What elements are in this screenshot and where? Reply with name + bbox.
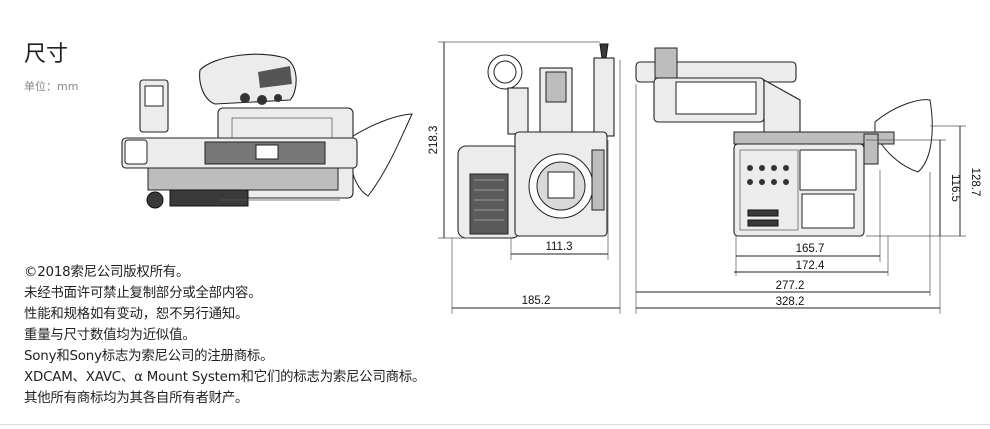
dim-front-total-width: 185.2 bbox=[451, 60, 621, 314]
dim-side-body-height: 116.5 bbox=[866, 139, 961, 237]
note-line: 重量与尺寸数值均为近似值。 bbox=[24, 328, 196, 343]
dim-side-length-2: 172.4 bbox=[734, 236, 889, 276]
dim-front-height-label: 218.3 bbox=[428, 126, 440, 155]
note-line: 未经书面许可禁止复制部分或全部内容。 bbox=[24, 286, 262, 301]
bottom-divider bbox=[0, 424, 990, 425]
camera-top-view bbox=[121, 53, 413, 209]
unit-label: 单位：mm bbox=[24, 80, 79, 93]
note-line: 其他所有商标均为其各自所有者财产。 bbox=[24, 391, 249, 406]
dim-front-mount-width: 111.3 bbox=[510, 140, 609, 260]
dim-side-length-3: 277.2 bbox=[635, 84, 931, 314]
note-line: XDCAM、XAVC、α Mount System和它们的标志为索尼公司商标。 bbox=[24, 370, 426, 385]
dim-side-body-length: 165.7 bbox=[735, 170, 881, 276]
dim-front-height: 218.3 bbox=[428, 41, 600, 239]
dim-side-total-length: 328.2 bbox=[636, 236, 941, 314]
dim-side-body-height-label: 116.5 bbox=[949, 174, 961, 202]
note-line: 性能和规格如有变动，恕不另行通知。 bbox=[24, 307, 249, 322]
dim-side-total-length-label: 328.2 bbox=[776, 296, 805, 308]
note-line: Sony和Sony标志为索尼公司的注册商标。 bbox=[24, 349, 274, 364]
copyright-notes: ©2018索尼公司版权所有。 未经书面许可禁止复制部分或全部内容。 性能和规格如… bbox=[24, 262, 425, 409]
dim-front-mount-width-label: 111.3 bbox=[545, 241, 572, 253]
dim-front-total-width-label: 185.2 bbox=[522, 295, 551, 307]
dim-side-length-3-label: 277.2 bbox=[776, 280, 805, 292]
dim-side-total-height: 128.7 bbox=[930, 125, 981, 237]
dim-side-total-height-label: 128.7 bbox=[969, 168, 981, 197]
dim-side-body-length-label: 165.7 bbox=[796, 243, 825, 255]
dim-side-length-2-label: 172.4 bbox=[796, 260, 825, 272]
camera-side-view bbox=[635, 47, 933, 237]
page-title: 尺寸 bbox=[24, 42, 69, 67]
note-line: ©2018索尼公司版权所有。 bbox=[24, 265, 190, 280]
camera-front-view bbox=[457, 43, 615, 239]
